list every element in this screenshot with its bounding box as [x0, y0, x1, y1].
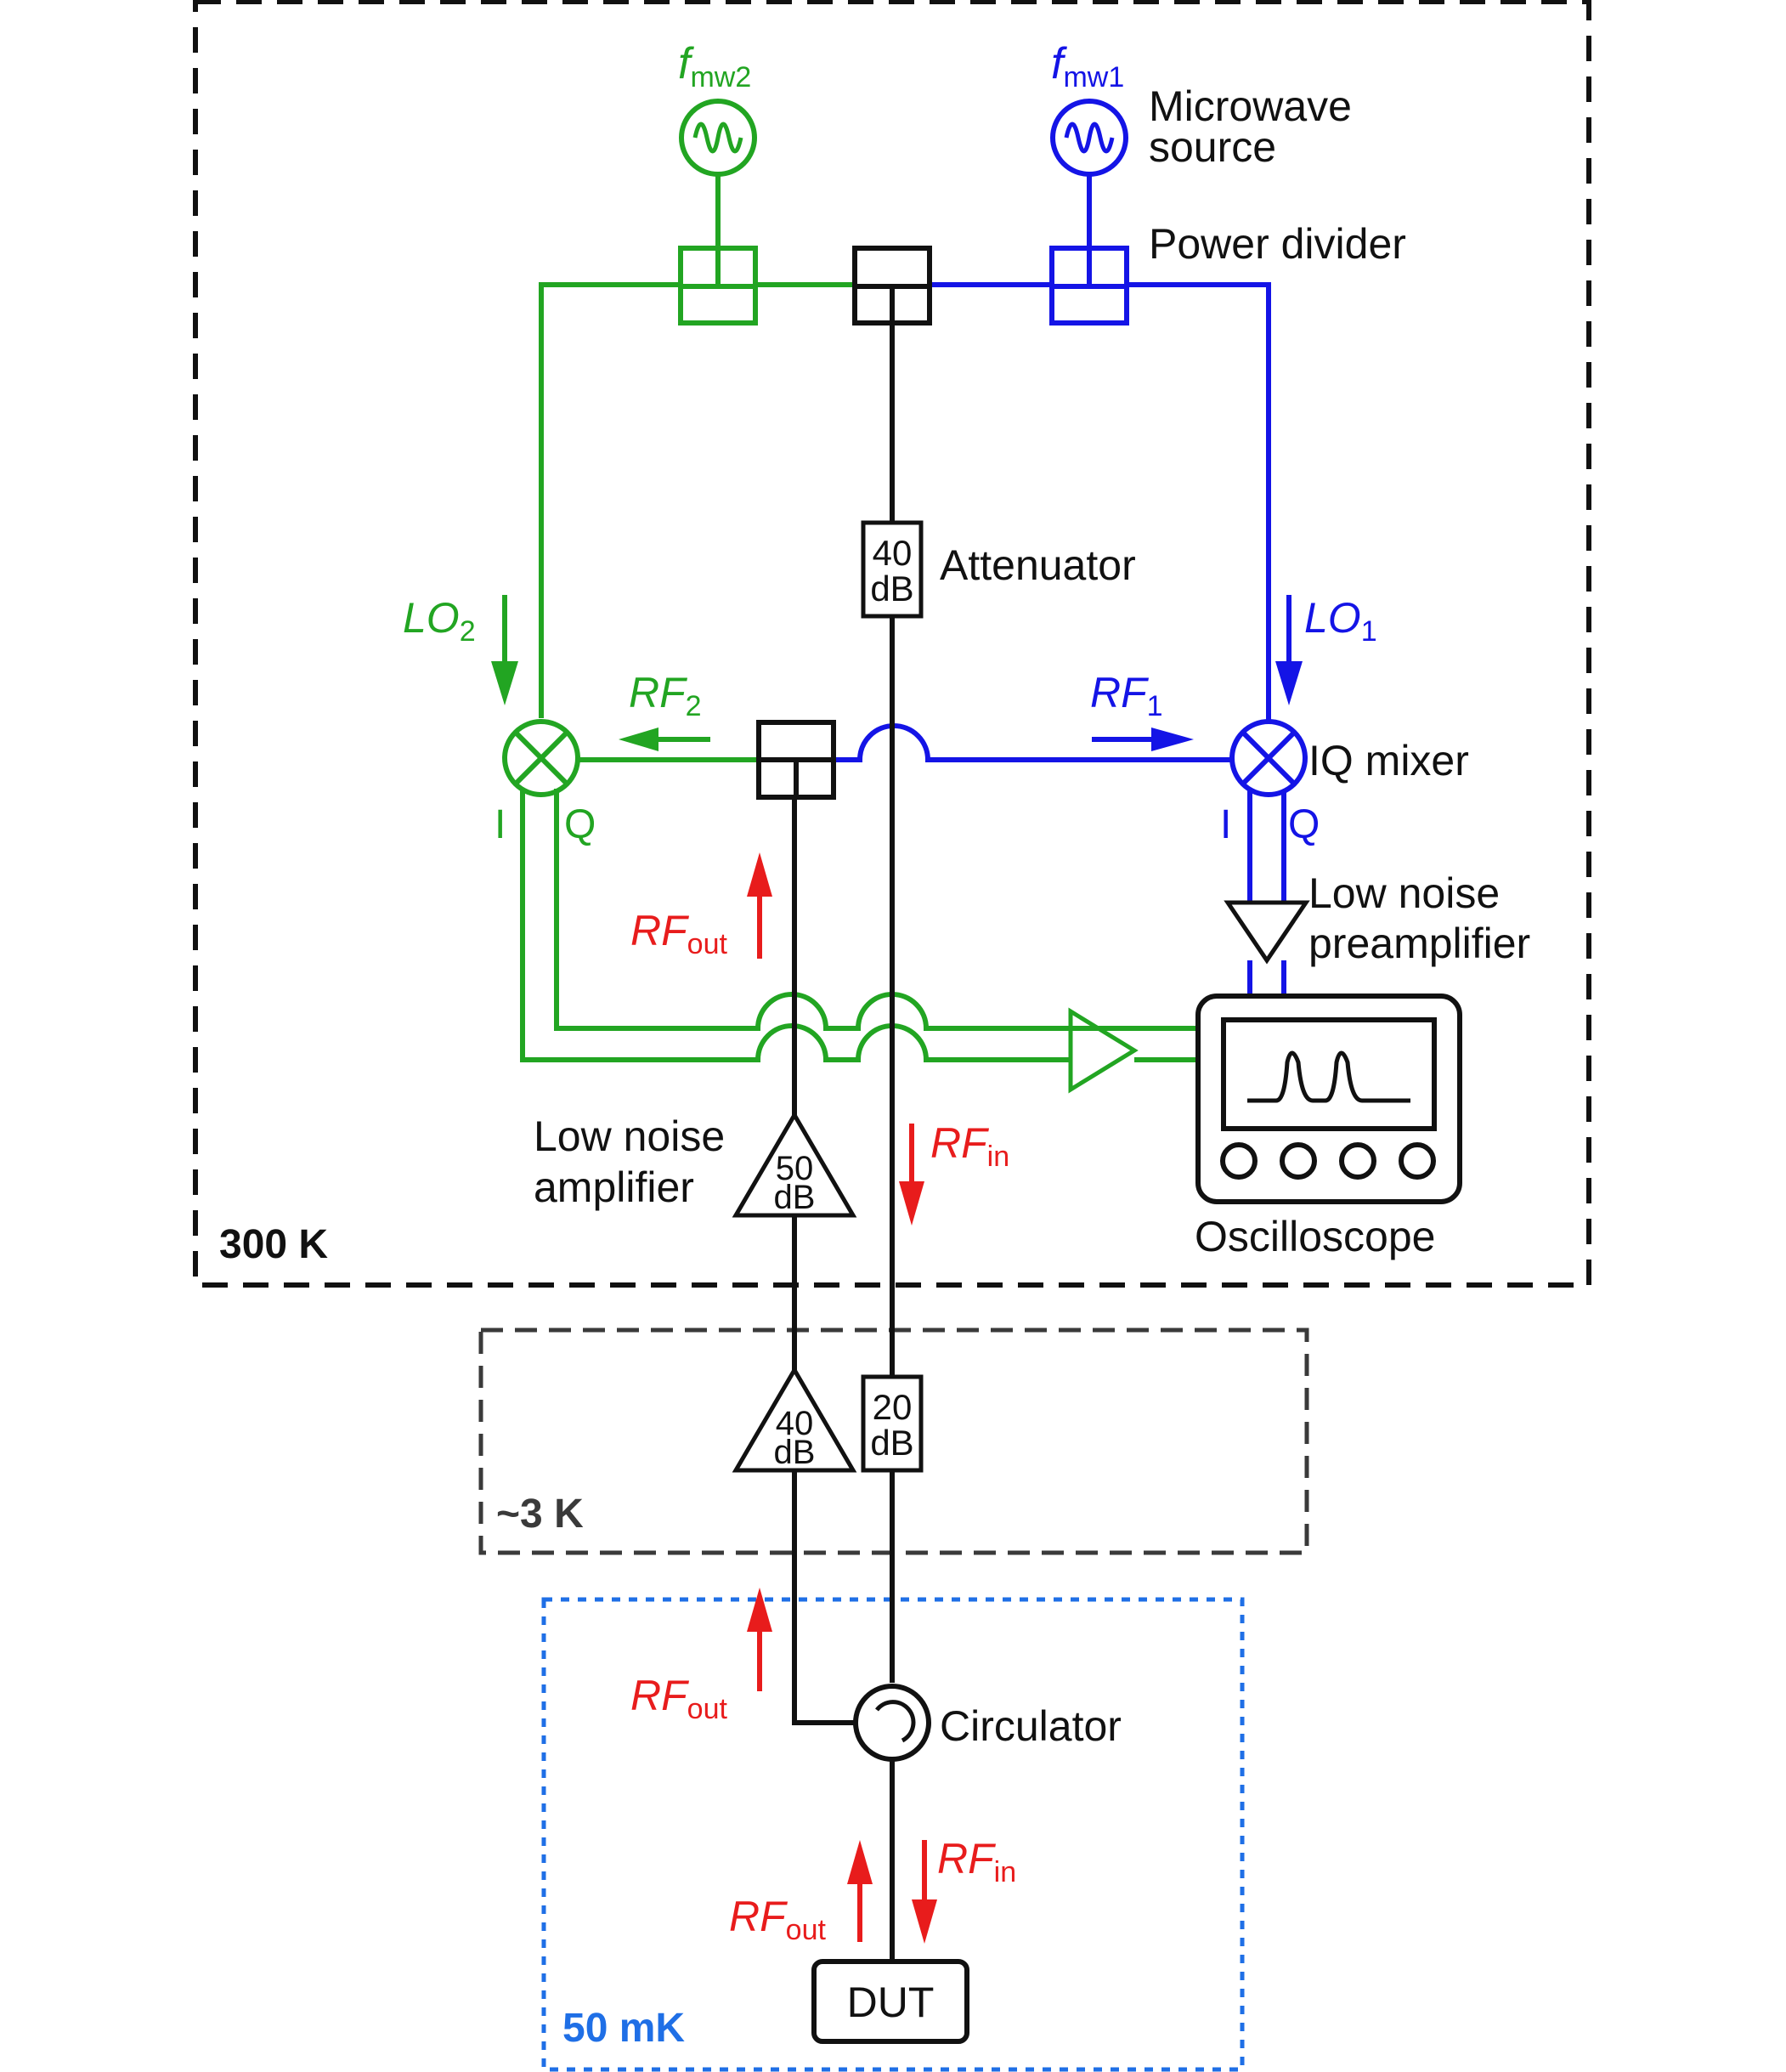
- rfin-top-main: RF: [930, 1119, 989, 1167]
- lo1-label: LO1: [1304, 594, 1377, 648]
- rfout-bottom-sub: out: [786, 1914, 827, 1946]
- zone-3k-label: ~3 K: [496, 1492, 584, 1537]
- mixer1-q-label: Q: [1288, 802, 1320, 847]
- rf1-arrow: [1092, 727, 1194, 751]
- rfout-arrow-top: [747, 852, 772, 959]
- lo1-sub: 1: [1361, 615, 1377, 648]
- rf2-label: RF2: [629, 669, 702, 722]
- mw2-sub: mw2: [690, 61, 751, 93]
- amp50-bot: dB: [774, 1179, 816, 1216]
- mw1-sub: mw1: [1063, 61, 1124, 93]
- rfout-label-top: RFout: [630, 907, 727, 960]
- amp40-bot: dB: [774, 1434, 816, 1471]
- attenuator-label: Attenuator: [940, 541, 1136, 589]
- lnp-label-line2: preamplifier: [1308, 920, 1530, 967]
- rfout-top-main: RF: [630, 907, 689, 954]
- rfout-arrow-mid: [747, 1588, 772, 1691]
- lo2-label: LO2: [403, 594, 476, 648]
- rf1-main: RF: [1090, 669, 1149, 716]
- rfout-label-mid: RFout: [630, 1672, 727, 1725]
- rfin-label-top: RFin: [930, 1119, 1009, 1173]
- rfout-bottom-main: RF: [729, 1893, 788, 1940]
- rf2-sub: 2: [686, 690, 702, 722]
- rfin-bottom-main: RF: [937, 1835, 996, 1882]
- lo1-arrow: [1275, 595, 1303, 705]
- microwave-source-line1: Microwave: [1149, 82, 1352, 130]
- rf1-sub: 1: [1147, 690, 1163, 722]
- power-divider-label: Power divider: [1149, 220, 1406, 268]
- black-chain: [732, 246, 1462, 2044]
- lo1-main: LO: [1304, 594, 1361, 642]
- zone-300k-box: [193, 0, 1591, 1288]
- zone-50mk-label: 50 mK: [562, 2006, 685, 2051]
- att20-bot: dB: [870, 1423, 913, 1463]
- rf2-arrow: [619, 727, 710, 751]
- mw1-f: f: [1051, 39, 1067, 88]
- rfin-arrow-bottom: [912, 1840, 937, 1944]
- mixer2-i-label: I: [495, 802, 506, 847]
- rfin-bottom-sub: in: [994, 1856, 1016, 1888]
- rf1-label: RF1: [1090, 669, 1163, 722]
- att40-top: 40: [873, 533, 913, 573]
- amp40-top: 40: [776, 1405, 814, 1442]
- rfout-top-sub: out: [687, 928, 728, 960]
- zone-50mk-box: [541, 1597, 1245, 2072]
- mw2-label: fmw2: [678, 39, 751, 93]
- rfin-arrow-top: [899, 1124, 924, 1226]
- lo2-arrow: [491, 595, 518, 705]
- rf2-main: RF: [629, 669, 687, 716]
- lna-label-line2: amplifier: [534, 1163, 694, 1211]
- microwave-source-line2: source: [1149, 123, 1276, 171]
- mixer1-i-label: I: [1220, 802, 1231, 847]
- rfin-label-bottom: RFin: [937, 1835, 1016, 1888]
- rfout-arrow-bottom: [847, 1840, 873, 1942]
- rfout-mid-main: RF: [630, 1672, 689, 1719]
- att40-bot: dB: [870, 569, 913, 609]
- lna-label-line1: Low noise: [534, 1112, 725, 1160]
- blue-branch: [834, 99, 1308, 996]
- circulator-label: Circulator: [940, 1702, 1122, 1750]
- rfout-mid-sub: out: [687, 1693, 728, 1725]
- mixer2-q-label: Q: [564, 802, 596, 847]
- amp50-top: 50: [776, 1150, 814, 1187]
- lo2-sub: 2: [460, 615, 476, 648]
- lnp-label-line1: Low noise: [1308, 869, 1500, 917]
- zone-300k-label: 300 K: [219, 1222, 328, 1267]
- oscilloscope-label: Oscilloscope: [1195, 1213, 1435, 1260]
- att20-top: 20: [873, 1387, 913, 1427]
- dut-label: DUT: [847, 1979, 935, 2026]
- mw2-f: f: [678, 39, 694, 88]
- rfout-label-bottom: RFout: [729, 1893, 826, 1946]
- mw1-label: fmw1: [1051, 39, 1124, 93]
- lo2-main: LO: [403, 594, 460, 642]
- green-branch: [502, 99, 1198, 1094]
- rfin-top-sub: in: [987, 1141, 1009, 1173]
- iq-mixer-label: IQ mixer: [1308, 737, 1469, 784]
